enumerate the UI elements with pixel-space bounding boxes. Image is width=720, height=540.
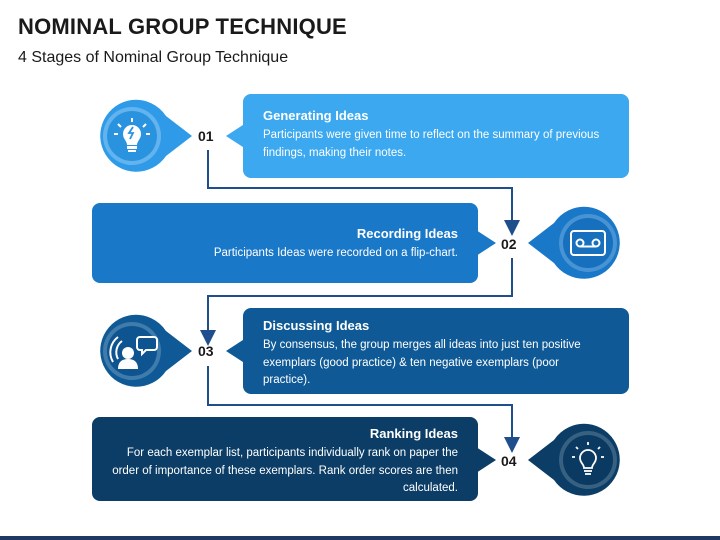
stage-01-title: Generating Ideas — [263, 108, 369, 123]
stage-02-box-pointer — [476, 230, 496, 261]
stage-03-title: Discussing Ideas — [263, 318, 370, 333]
stage-04-box: Ranking Ideas For each exemplar list, pa… — [92, 417, 478, 501]
connector-02-03 — [200, 258, 513, 346]
stage-03-box-pointer — [226, 338, 246, 369]
stage-04-box-pointer — [476, 447, 496, 478]
stage-02-title: Recording Ideas — [356, 226, 458, 241]
stage-04-title: Ranking Ideas — [369, 426, 458, 441]
stage-02-text: Participants Ideas were recorded on a fl… — [213, 247, 458, 259]
stage-02-box: Recording Ideas Participants Ideas were … — [92, 203, 478, 283]
lightbulb-icon — [572, 442, 604, 475]
stage-02-number: 02 — [501, 236, 517, 252]
stage-02-icon-badge — [522, 201, 632, 290]
tape-recorder-icon — [570, 230, 606, 256]
stage-01-box-pointer — [226, 123, 246, 154]
stage-01-text: Participants were given time to reflect … — [263, 129, 600, 159]
stage-03-icon-badge — [88, 309, 198, 398]
stage-04-number: 04 — [501, 453, 517, 469]
stage-03-number: 03 — [198, 343, 214, 359]
stage-01-icon-badge — [88, 94, 198, 183]
lightbulb-bolt-icon — [114, 118, 150, 152]
person-speech-bubble-icon — [109, 336, 158, 369]
connector-01-02 — [207, 150, 520, 236]
stage-03-box: Discussing Ideas By consensus, the group… — [243, 308, 629, 394]
stage-01-box: Generating Ideas Participants were given… — [243, 94, 629, 178]
stage-04-text: For each exemplar list, participants ind… — [112, 447, 458, 494]
page-subtitle: 4 Stages of Nominal Group Technique — [18, 49, 289, 66]
stage-04-icon-badge — [522, 418, 632, 507]
footer-bar — [0, 536, 720, 540]
stage-03-text: By consensus, the group merges all ideas… — [263, 339, 581, 386]
stage-01-number: 01 — [198, 128, 214, 144]
connector-03-04 — [207, 366, 520, 453]
page-title: NOMINAL GROUP TECHNIQUE — [18, 14, 347, 39]
